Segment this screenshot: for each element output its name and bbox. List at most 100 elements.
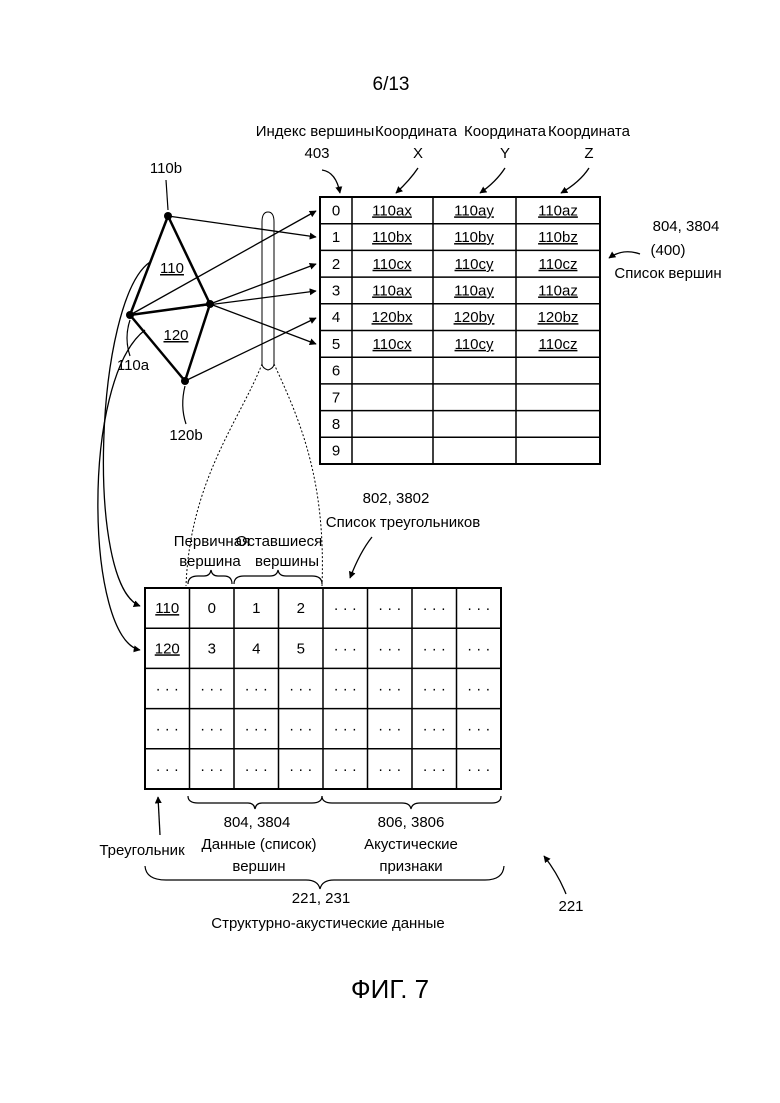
vertex-coord-cell: 110ay: [454, 202, 494, 219]
triangle-data-cell: 1: [252, 600, 260, 617]
arrow-index: [322, 170, 340, 193]
vertex-index-cell: 4: [332, 309, 340, 326]
triangle-data-cell: · · ·: [467, 640, 490, 657]
brace-acoustic: [322, 796, 501, 809]
triangle-data-cell: · · ·: [378, 721, 401, 738]
coord-y-label: Координата: [464, 123, 547, 140]
triangle-data-cell: · · ·: [289, 721, 312, 738]
vertex-list-name: Список вершин: [614, 265, 721, 282]
triangle-data-cell: · · ·: [200, 681, 223, 698]
triangle-list-ref-arrow: [350, 537, 372, 578]
triangle-label: Треугольник: [99, 842, 185, 859]
node-label-120b: 120b: [169, 427, 202, 444]
face-label-110: 110: [160, 260, 184, 277]
brace-structure: [145, 866, 504, 889]
primary-vertex-label-2: вершина: [179, 553, 241, 570]
coord-x-axis: X: [413, 145, 423, 162]
triangle-data-cell: 5: [297, 640, 305, 657]
triangle-data-cell: · · ·: [289, 681, 312, 698]
vertex-coord-cell: 110bz: [538, 229, 578, 246]
triangle-data-cell: · · ·: [378, 681, 401, 698]
vertex-index-cell: 6: [332, 363, 340, 380]
triangle-data-cell: · · ·: [334, 600, 357, 617]
vertex-coord-cell: 110ax: [372, 282, 412, 299]
triangle-id-cell: · · ·: [156, 681, 179, 698]
arrow-y: [480, 168, 505, 193]
triangle-data-cell: · · ·: [378, 640, 401, 657]
triangle-data-cell: · · ·: [334, 761, 357, 778]
structure-label: Структурно-акустические данные: [211, 915, 445, 932]
triangle-data-cell: · · ·: [334, 640, 357, 657]
node-label-110b: 110b: [150, 160, 182, 177]
triangle-data-cell: · · ·: [467, 721, 490, 738]
coord-z-axis: Z: [584, 145, 593, 162]
triangle-data-cell: · · ·: [423, 721, 446, 738]
ref-221: 221: [558, 898, 583, 915]
triangle-data-cell: · · ·: [423, 600, 446, 617]
triangle-data-cell: · · ·: [245, 681, 268, 698]
vertex-coord-cell: 110az: [538, 202, 578, 219]
arrow-x: [396, 168, 418, 193]
vertex-coord-cell: 120bx: [372, 309, 413, 326]
triangle-id-cell: 120: [155, 640, 180, 657]
vertex-index-cell: 5: [332, 336, 340, 353]
vertex-coord-cell: 110cx: [373, 256, 412, 273]
vertex-coord-cell: 110ax: [372, 202, 412, 219]
arrow-z: [561, 168, 589, 193]
vertex-data-label-1: Данные (список): [202, 836, 317, 853]
triangle-data-cell: 4: [252, 640, 260, 657]
vertex-coord-cell: 110cx: [373, 336, 412, 353]
vertex-coord-cell: 110az: [538, 282, 578, 299]
ref-221-arrow: [544, 856, 566, 894]
triangle-list-table: [145, 588, 501, 789]
vertex-data-ref: 804, 3804: [224, 814, 291, 831]
vertex-index-cell: 3: [332, 282, 340, 299]
page-number: 6/13: [373, 74, 410, 95]
vertex-coord-cell: 110by: [454, 229, 494, 246]
vertex-data-label-2: вершин: [232, 858, 285, 875]
triangle-list-ref: 802, 3802: [363, 490, 430, 507]
vertex-index-ref: 403: [304, 145, 329, 162]
vertex-coord-cell: 110cy: [455, 256, 494, 273]
vertex-coord-cell: 110cz: [539, 336, 578, 353]
vertex-index-cell: 1: [332, 229, 340, 246]
triangle-data-cell: 0: [208, 600, 216, 617]
triangle-data-cell: · · ·: [467, 761, 490, 778]
triangle-data-cell: · · ·: [467, 681, 490, 698]
vertex-index-label: Индекс вершины: [256, 123, 375, 140]
acoustic-ref: 806, 3806: [378, 814, 445, 831]
coord-y-axis: Y: [500, 145, 510, 162]
structure-ref: 221, 231: [292, 890, 350, 907]
mesh-to-list-arrows: [130, 211, 316, 381]
vertex-index-cell: 9: [332, 443, 340, 460]
triangle-list-name: Список треугольников: [326, 514, 480, 531]
triangle-data-cell: · · ·: [423, 761, 446, 778]
vertex-coord-cell: 110cy: [455, 336, 494, 353]
acoustic-label-1: Акустические: [364, 836, 458, 853]
vertex-index-cell: 0: [332, 202, 340, 219]
brace-remaining: [234, 570, 322, 584]
vertex-coord-cell: 110bx: [372, 229, 412, 246]
triangle-data-cell: · · ·: [200, 721, 223, 738]
triangle-data-cell: · · ·: [334, 681, 357, 698]
vertex-coord-cell: 110cz: [539, 256, 578, 273]
vertex-list-ref-arrow: [609, 252, 640, 258]
brace-primary: [188, 570, 232, 584]
brace-vertex-data: [188, 796, 322, 809]
remaining-vertex-label-1: Оставшиеся: [236, 533, 323, 550]
vertex-index-cell: 8: [332, 416, 340, 433]
face-120-arrow: [98, 330, 145, 650]
coord-x-label: Координата: [375, 123, 458, 140]
vertex-index-cell: 2: [332, 256, 340, 273]
leader-120b: [183, 386, 186, 424]
vertex-coord-cell: 120by: [454, 309, 495, 326]
leader-110b: [166, 180, 168, 210]
triangle-data-cell: 3: [208, 640, 216, 657]
triangle-data-cell: · · ·: [289, 761, 312, 778]
remaining-vertex-label-2: вершины: [255, 553, 319, 570]
triangle-data-cell: 2: [297, 600, 305, 617]
coord-z-label: Координата: [548, 123, 631, 140]
triangle-data-cell: · · ·: [245, 721, 268, 738]
figure-caption: ФИГ. 7: [351, 974, 429, 1004]
